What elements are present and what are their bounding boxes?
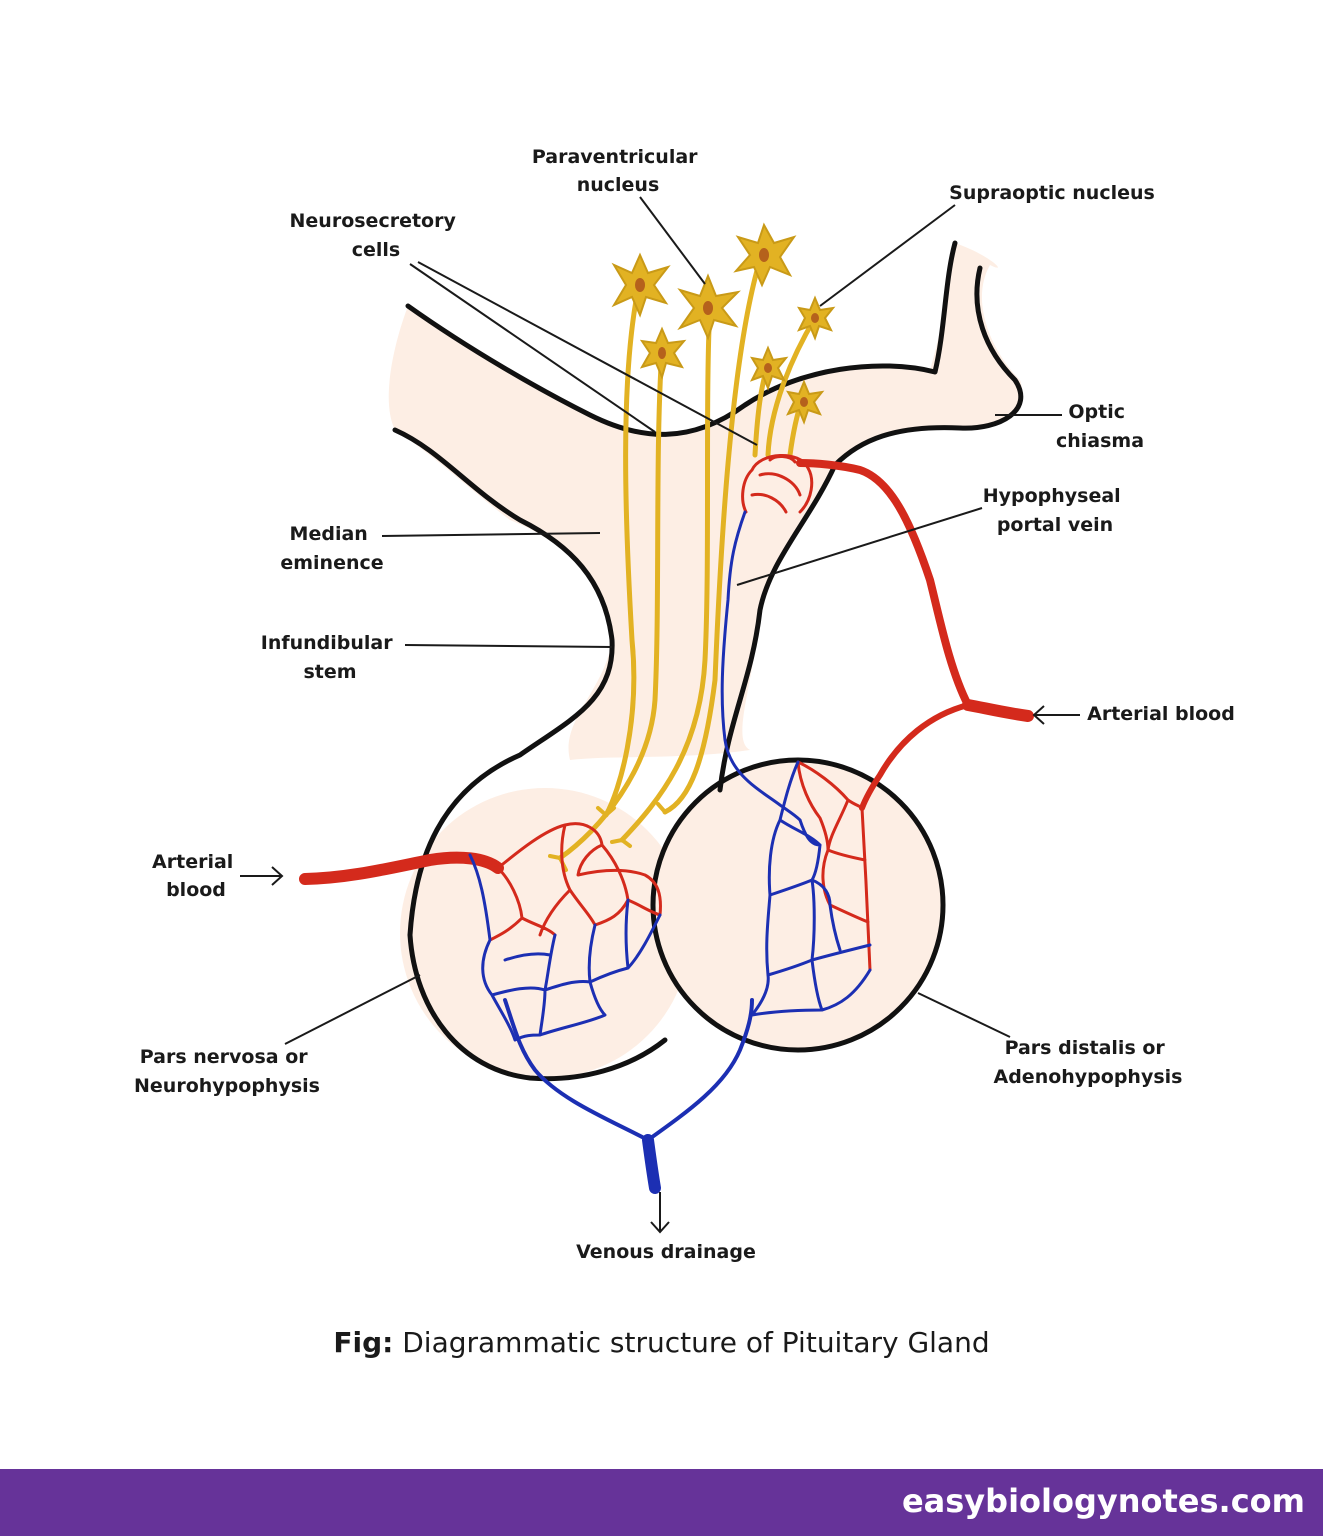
arrows xyxy=(240,705,1080,1234)
neurohypophysis-outline xyxy=(392,427,668,1082)
neuron-cell-body xyxy=(677,273,741,341)
neuron-bodies xyxy=(611,222,836,425)
right-artery-lower xyxy=(859,702,971,811)
leader-hypophyseal xyxy=(736,507,983,586)
hypothalamus-top-outline xyxy=(405,240,958,437)
optic-chiasma-outline xyxy=(717,265,1024,793)
footer-bar: easybiologynotes.com xyxy=(0,1469,1323,1536)
arrow-venous-drainage xyxy=(650,1192,670,1234)
label-supraoptic-nucleus: Supraoptic nucleus xyxy=(949,182,1155,204)
left-artery-trunk xyxy=(299,851,504,885)
neuron-cell-body xyxy=(733,222,797,288)
labels: Paraventricular nucleus Neurosecretory c… xyxy=(134,146,1235,1263)
tissue-outlines xyxy=(392,240,1024,1082)
pars-nervosa-venous-plexus xyxy=(468,853,662,1042)
label-arterial-blood-left: Arterial blood xyxy=(152,851,240,901)
label-hypophyseal-portal-vein: Hypophyseal portal vein xyxy=(983,485,1128,536)
leader-paraventricular xyxy=(639,196,706,285)
neuron-cell-body xyxy=(796,295,836,341)
label-optic-chiasma: Optic chiasma xyxy=(1056,401,1144,452)
leader-infundibular xyxy=(404,644,613,648)
pars-distalis-venous-plexus xyxy=(750,760,872,1017)
right-artery-upper xyxy=(796,459,972,709)
pituitary-diagram: Paraventricular nucleus Neurosecretory c… xyxy=(134,146,1235,1263)
axon-terminals xyxy=(548,802,676,872)
label-neurosecretory-cells: Neurosecretory cells xyxy=(290,210,463,261)
neuron-cell-body xyxy=(785,379,825,425)
neuron-cell-body xyxy=(749,345,789,391)
axon-5 xyxy=(765,315,818,458)
leader-pars-nervosa xyxy=(284,974,421,1045)
label-pars-distalis: Pars distalis or Adenohypophysis xyxy=(994,1037,1183,1088)
primary-capillary-plexus xyxy=(741,454,814,514)
caption-prefix: Fig: xyxy=(333,1326,394,1359)
leader-lines xyxy=(284,196,1062,1045)
arrow-arterial-left xyxy=(240,866,284,886)
pars-distalis-lobe xyxy=(650,757,946,1053)
leader-median xyxy=(381,532,601,537)
leader-supraoptic xyxy=(819,204,956,307)
leader-pars-distalis xyxy=(917,992,1011,1038)
pars-nervosa-arterial-plexus xyxy=(468,822,662,942)
footer-site-name: easybiologynotes.com xyxy=(901,1482,1305,1520)
arrow-arterial-right xyxy=(1032,705,1080,725)
label-arterial-blood-right: Arterial blood xyxy=(1087,703,1235,725)
leader-neurosecretory-a xyxy=(409,263,656,433)
label-median-eminence: Median eminence xyxy=(280,523,383,574)
neuron-cell-body xyxy=(611,252,671,318)
label-infundibular-stem: Infundibular stem xyxy=(261,632,399,683)
label-venous-drainage: Venous drainage xyxy=(576,1241,756,1263)
venous-left-branch xyxy=(503,998,650,1142)
venous-drainage-trunk xyxy=(642,1134,661,1194)
venous-right-branch xyxy=(646,998,754,1142)
axon-4 xyxy=(662,257,763,815)
axon-3 xyxy=(619,302,713,843)
label-pars-nervosa: Pars nervosa or Neurohypophysis xyxy=(134,1046,320,1097)
caption-text: Diagrammatic structure of Pituitary Glan… xyxy=(393,1326,990,1359)
axon-1 xyxy=(603,287,641,818)
axon-2 xyxy=(557,347,665,861)
pars-distalis-arterial-plexus xyxy=(796,760,872,972)
leader-neurosecretory-b xyxy=(417,261,758,446)
right-artery-trunk xyxy=(962,699,1034,722)
arterial-vessels xyxy=(299,454,1034,972)
figure-caption: Fig: Diagrammatic structure of Pituitary… xyxy=(0,1326,1323,1359)
label-paraventricular: Paraventricular nucleus xyxy=(532,146,704,196)
venous-vessels xyxy=(468,510,872,1194)
neuron-cell-body xyxy=(639,326,687,380)
